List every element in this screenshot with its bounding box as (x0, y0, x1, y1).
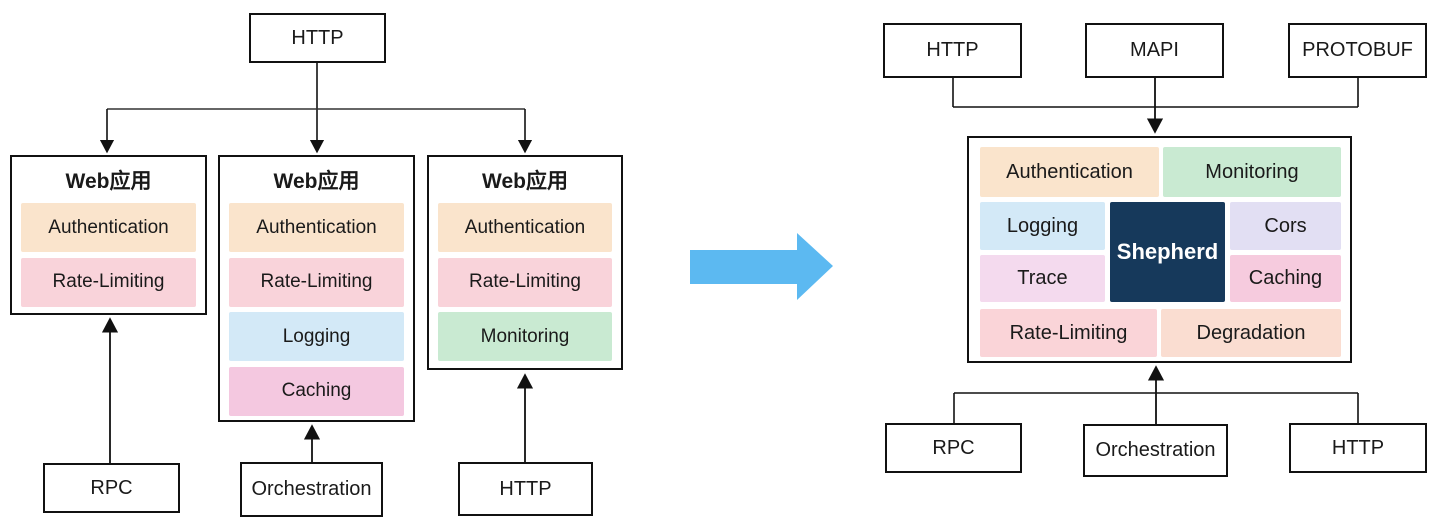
node-label: RPC (90, 476, 133, 499)
cell-caching: Caching (1230, 255, 1341, 302)
node-label: HTTP (291, 26, 344, 49)
node-label: HTTP (499, 477, 552, 500)
shepherd-core: Shepherd (1110, 202, 1225, 302)
cell-trace: Trace (980, 255, 1105, 302)
node-label: Orchestration (251, 478, 372, 500)
chip-rate-limiting: Rate-Limiting (21, 257, 196, 307)
web-app-box-3: Web应用 Authentication Rate-Limiting Monit… (427, 155, 623, 370)
shepherd-gateway-container: Authentication Monitoring Logging Trace … (967, 136, 1352, 363)
left-bottom-orchestration-node: Orchestration (240, 462, 383, 517)
cell-logging: Logging (980, 202, 1105, 250)
node-label: Orchestration (1095, 439, 1216, 461)
left-top-http-node: HTTP (249, 13, 386, 63)
node-label: MAPI (1130, 39, 1179, 61)
web-app-title: Web应用 (273, 170, 360, 193)
transform-arrow-icon (690, 233, 833, 300)
cell-degradation: Degradation (1161, 309, 1341, 357)
cell-cors: Cors (1230, 202, 1341, 250)
web-app-title: Web应用 (482, 170, 568, 193)
chip-rate-limiting: Rate-Limiting (229, 257, 404, 307)
left-bottom-http-node: HTTP (458, 462, 593, 516)
chip-rate-limiting: Rate-Limiting (438, 257, 612, 307)
node-label: HTTP (1331, 436, 1385, 459)
chip-monitoring: Monitoring (438, 312, 612, 361)
cell-authentication: Authentication (980, 147, 1159, 197)
web-app-box-2: Web应用 Authentication Rate-Limiting Loggi… (218, 155, 415, 422)
cell-monitoring: Monitoring (1163, 147, 1341, 197)
chip-logging: Logging (229, 312, 404, 361)
right-bottom-rpc-node: RPC (885, 423, 1022, 473)
node-label: RPC (932, 436, 975, 459)
right-top-http-node: HTTP (883, 23, 1022, 78)
chip-caching: Caching (229, 366, 404, 416)
right-top-protobuf-node: PROTOBUF (1288, 23, 1427, 78)
chip-authentication: Authentication (21, 203, 196, 252)
cell-rate-limiting: Rate-Limiting (980, 309, 1157, 357)
node-label: PROTOBUF (1302, 39, 1413, 61)
right-bottom-http-node: HTTP (1289, 423, 1427, 473)
chip-authentication: Authentication (229, 203, 404, 252)
right-top-mapi-node: MAPI (1085, 23, 1224, 78)
right-bottom-orchestration-node: Orchestration (1083, 424, 1228, 477)
web-app-title: Web应用 (65, 170, 152, 193)
left-bottom-rpc-node: RPC (43, 463, 180, 513)
web-app-box-1: Web应用 Authentication Rate-Limiting (10, 155, 207, 315)
chip-authentication: Authentication (438, 203, 612, 252)
node-label: HTTP (926, 39, 979, 61)
